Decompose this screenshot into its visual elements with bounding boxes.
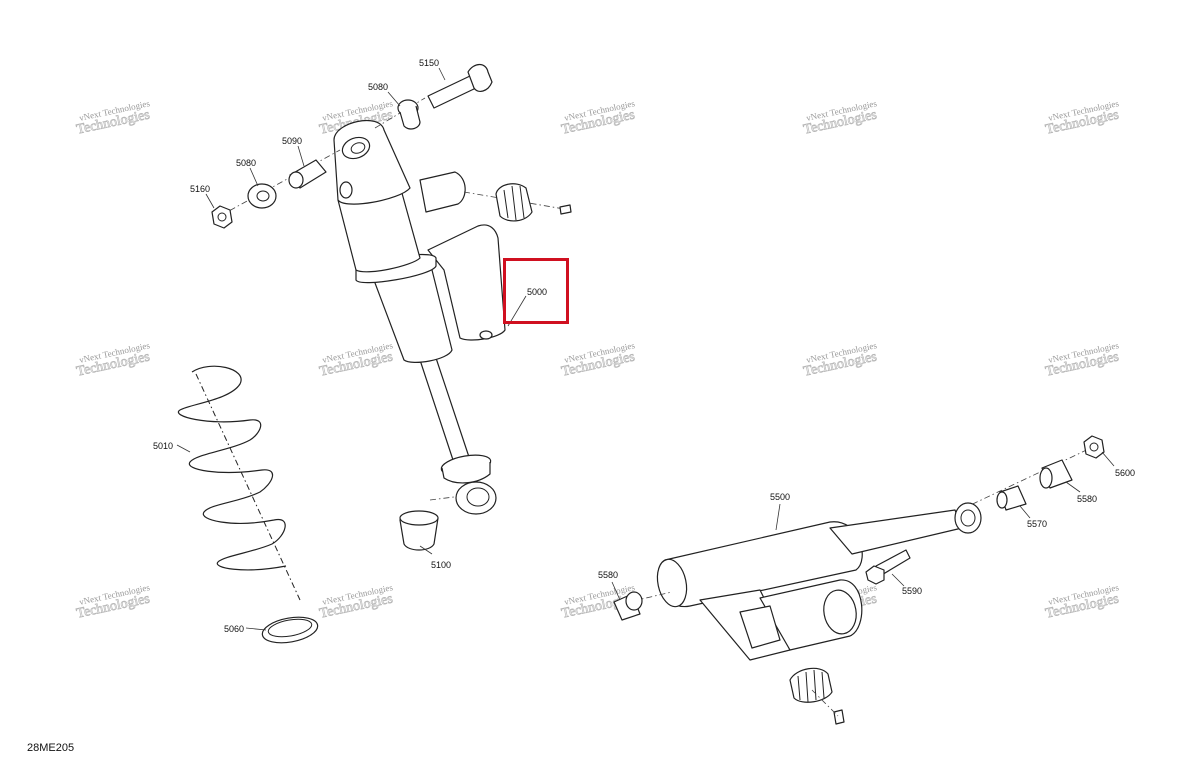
leader-lines [176, 67, 1115, 631]
sleeve-5090 [288, 159, 327, 189]
bolt-5590 [865, 549, 911, 585]
callout-5080-top[interactable]: 5080 [368, 82, 388, 92]
bushing-5100 [399, 510, 439, 551]
adjuster-knob [495, 183, 572, 222]
callout-5600[interactable]: 5600 [1115, 468, 1135, 478]
bushing-5580-left [613, 591, 643, 621]
callout-5060[interactable]: 5060 [224, 624, 244, 634]
coil-spring-5010 [177, 365, 301, 601]
shock-absorber-5000 [333, 119, 506, 484]
callout-5010[interactable]: 5010 [153, 441, 173, 451]
callout-5000[interactable]: 5000 [527, 287, 547, 297]
callout-5570[interactable]: 5570 [1027, 519, 1047, 529]
retaining-ring-5060 [261, 616, 319, 644]
shock-absorber-5500 [656, 509, 963, 725]
bushing-5080-left [247, 183, 277, 209]
eye-bushing-right [954, 502, 982, 534]
callout-5580-left[interactable]: 5580 [598, 570, 618, 580]
callout-5580-right[interactable]: 5580 [1077, 494, 1097, 504]
callout-5100[interactable]: 5100 [431, 560, 451, 570]
callout-labels: 5150 5080 5090 5080 5160 5000 5010 5100 … [153, 58, 1135, 634]
sleeve-5570 [996, 485, 1027, 511]
bushing-5080-top [397, 99, 421, 130]
callout-5090[interactable]: 5090 [282, 136, 302, 146]
callout-5590[interactable]: 5590 [902, 586, 922, 596]
highlight-box-5000 [503, 258, 569, 324]
nut-5160 [211, 205, 233, 229]
callout-5150[interactable]: 5150 [419, 58, 439, 68]
callout-5160[interactable]: 5160 [190, 184, 210, 194]
bolt-5150 [427, 63, 493, 109]
bushing-5580-right [1039, 459, 1073, 489]
drawing-code: 28ME205 [27, 742, 75, 754]
callout-5500[interactable]: 5500 [770, 492, 790, 502]
nut-5600 [1083, 435, 1105, 459]
eye-bushing [455, 481, 497, 515]
callout-5080-left[interactable]: 5080 [236, 158, 256, 168]
